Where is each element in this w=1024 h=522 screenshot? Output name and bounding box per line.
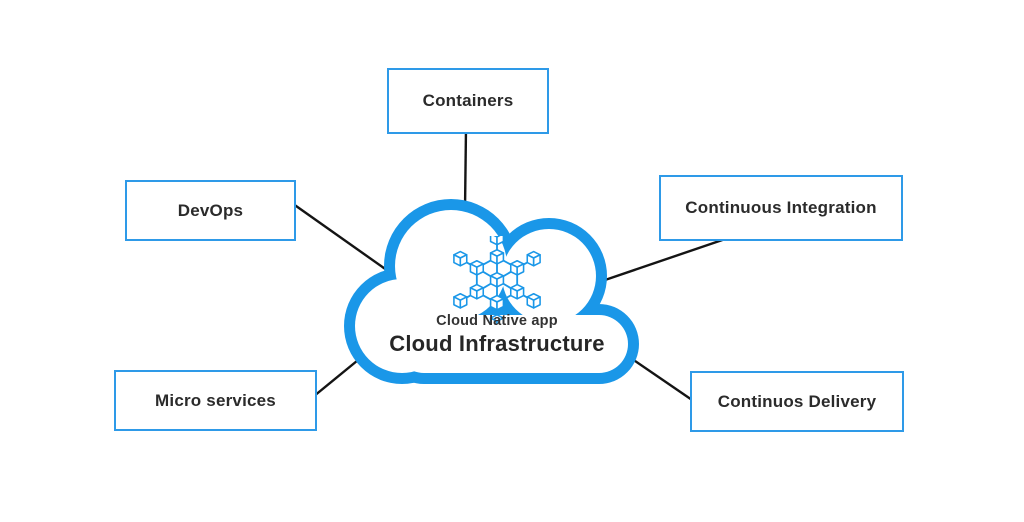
edge-devops <box>288 200 399 279</box>
node-continuos-delivery: Continuos Delivery <box>690 371 904 432</box>
node-micro-services: Micro services <box>114 370 317 431</box>
node-label: DevOps <box>177 200 244 220</box>
node-containers: Containers <box>387 68 549 134</box>
node-label: Continuos Delivery <box>717 391 877 411</box>
cloud-shape <box>344 199 639 384</box>
node-label: Containers <box>422 91 514 110</box>
node-label: Continuous Integration <box>685 198 877 217</box>
edge-containers <box>463 127 468 211</box>
blockchain-cubes-icon <box>453 236 541 324</box>
edge-continuous-integration <box>604 233 738 282</box>
node-label: Micro services <box>155 390 276 410</box>
node-continuous-integration: Continuous Integration <box>659 175 903 241</box>
node-devops: DevOps <box>125 180 296 241</box>
edge-micro-services <box>307 355 364 402</box>
cloud-title: Cloud Infrastructure <box>389 330 605 356</box>
cloud-center-labels: Cloud Native app Cloud Infrastructure <box>344 314 650 355</box>
cloud-subtitle: Cloud Native app <box>436 313 558 329</box>
